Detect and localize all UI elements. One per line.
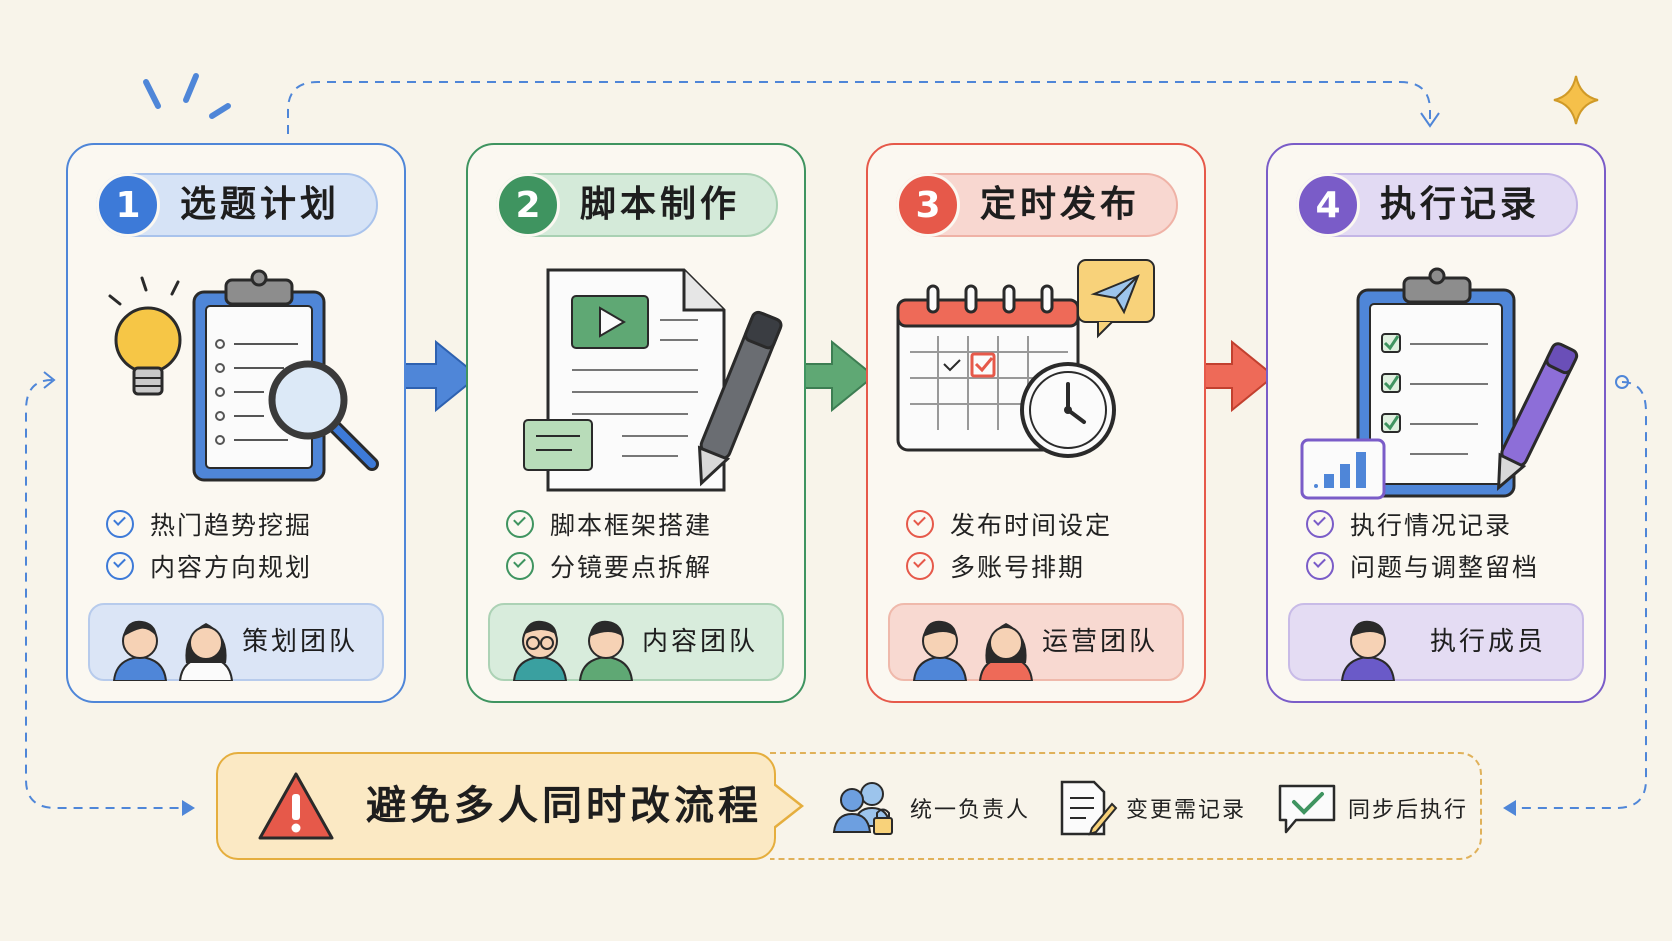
pen-icon (1496, 342, 1579, 491)
rule-change-record: 变更需记录 (1056, 780, 1246, 836)
step-card-publish: 3 定时发布 (866, 143, 1206, 703)
lightbulb-icon (108, 276, 182, 396)
checklist-item: 问题与调整留档 (1306, 545, 1539, 587)
check-circle-icon (1306, 552, 1334, 580)
rule-label: 统一负责人 (910, 798, 1031, 823)
team-avatar-icon (1340, 620, 1396, 681)
rule-sync-execute: 同步后执行 (1276, 780, 1468, 836)
check-circle-icon (906, 510, 934, 538)
checklist-item-label: 发布时间设定 (950, 511, 1113, 540)
right-loop-arrowhead (1503, 800, 1516, 816)
checklist-item-label: 分镜要点拆解 (550, 553, 713, 582)
team-badge: 执行成员 (1288, 603, 1584, 681)
check-circle-icon (1306, 510, 1334, 538)
checklist-item-label: 热门趋势挖掘 (150, 511, 313, 540)
team-label: 策划团队 (241, 627, 358, 657)
checklist-item: 脚本框架搭建 (506, 503, 712, 545)
send-icon (1077, 259, 1155, 339)
step-number-badge: 1 (96, 173, 160, 237)
rule-unified-owner: 统一负责人 (826, 780, 1030, 836)
bar-chart-icon (1300, 438, 1386, 500)
check-circle-icon (906, 552, 934, 580)
checklist-item: 分镜要点拆解 (506, 545, 712, 587)
checklist-item-label: 执行情况记录 (1350, 511, 1513, 540)
step-card-record: 4 执行记录 (1266, 143, 1606, 703)
top-loop-connector (287, 81, 1431, 134)
check-circle-icon (106, 510, 134, 538)
checklist-item-label: 问题与调整留档 (1350, 553, 1540, 582)
warning-banner: 避免多人同时改流程 (216, 752, 776, 860)
checklist-item-label: 内容方向规划 (150, 553, 313, 582)
banner-pointer (774, 783, 805, 829)
check-chat-icon (1278, 784, 1336, 834)
arrow-right-icon-3 (1193, 339, 1276, 413)
team-label: 内容团队 (641, 627, 758, 657)
step-checklist: 脚本框架搭建 分镜要点拆解 (506, 503, 712, 587)
magnifier-icon (268, 360, 379, 471)
checklist-item-label: 脚本框架搭建 (550, 511, 713, 540)
rules-strip (770, 752, 1482, 860)
step-card-script: 2 脚本制作 脚本框架搭建 分镜要点 (466, 143, 806, 703)
check-circle-icon (506, 552, 534, 580)
checklist-item: 内容方向规划 (106, 545, 312, 587)
star-sparkle-icon (1553, 75, 1599, 125)
step-number-badge: 4 (1296, 173, 1360, 237)
check-circle-icon (506, 510, 534, 538)
team-badge: 策划团队 (88, 603, 384, 681)
clock-icon (1020, 362, 1116, 458)
team-label: 运营团队 (1041, 627, 1158, 657)
script-document-illustration (523, 268, 783, 492)
left-loop-arrowhead (182, 800, 195, 816)
left-loop-connector (25, 379, 190, 809)
checklist-item: 发布时间设定 (906, 503, 1112, 545)
step-title-pill: 4 执行记录 (1296, 173, 1578, 237)
step-title: 选题计划 (180, 184, 341, 225)
step-title-pill: 2 脚本制作 (496, 173, 778, 237)
team-badge: 运营团队 (888, 603, 1184, 681)
checklist-item: 热门趋势挖掘 (106, 503, 312, 545)
check-circle-icon (106, 552, 134, 580)
sparkle-strokes-icon (143, 73, 231, 119)
checklist-item: 多账号排期 (906, 545, 1112, 587)
warning-triangle-icon (258, 772, 334, 840)
step-title-pill: 3 定时发布 (896, 173, 1178, 237)
step-title: 脚本制作 (580, 184, 741, 225)
team-label: 执行成员 (1429, 627, 1546, 657)
step-title-pill: 1 选题计划 (96, 173, 378, 237)
step-checklist: 执行情况记录 问题与调整留档 (1306, 503, 1539, 587)
warning-text: 避免多人同时改流程 (366, 783, 762, 829)
step-title: 定时发布 (980, 184, 1141, 225)
team-avatars-icon (912, 620, 1034, 681)
team-avatars-icon (512, 620, 634, 681)
checklist-pen-illustration (1300, 267, 1579, 500)
user-lock-icon (832, 782, 893, 835)
checklist-item: 执行情况记录 (1306, 503, 1539, 545)
clipboard-search-illustration (108, 269, 379, 482)
top-loop-arrowhead (1420, 112, 1440, 128)
step-title: 执行记录 (1380, 184, 1541, 225)
step-card-plan: 1 选题计划 (66, 143, 406, 703)
rule-label: 同步后执行 (1348, 798, 1469, 823)
step-number-badge: 2 (496, 173, 560, 237)
edit-document-icon (1060, 780, 1118, 836)
calendar-clock-illustration (896, 259, 1155, 458)
step-checklist: 发布时间设定 多账号排期 (906, 503, 1112, 587)
step-number-badge: 3 (896, 173, 960, 237)
team-avatars-icon (112, 620, 234, 681)
team-badge: 内容团队 (488, 603, 784, 681)
pen-icon (697, 310, 783, 487)
checklist-item-label: 多账号排期 (950, 553, 1086, 582)
rule-label: 变更需记录 (1126, 798, 1247, 823)
arrow-right-icon-2 (793, 339, 876, 413)
step-checklist: 热门趋势挖掘 内容方向规划 (106, 503, 312, 587)
play-icon (599, 306, 626, 338)
